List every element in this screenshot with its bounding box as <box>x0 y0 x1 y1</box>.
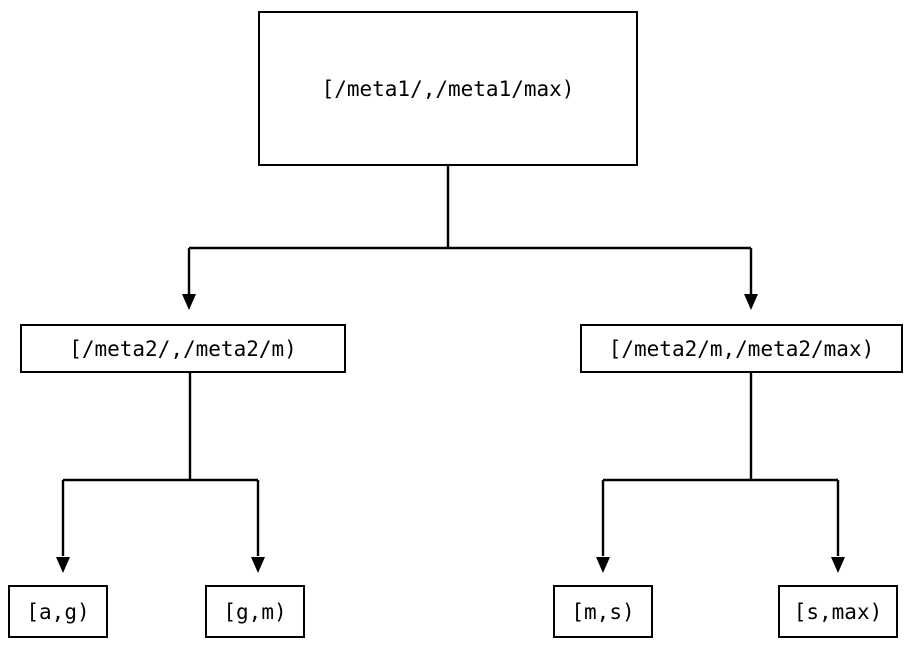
arrowhead-leaf-2 <box>251 557 265 573</box>
node-leaf-4[interactable]: [s,max) <box>778 585 898 638</box>
arrowhead-mid-right <box>744 294 758 310</box>
arrowhead-mid-left <box>182 294 196 310</box>
node-mid-right[interactable]: [/meta2/m,/meta2/max) <box>580 324 903 373</box>
node-mid-left[interactable]: [/meta2/,/meta2/m) <box>20 324 346 373</box>
node-leaf-2[interactable]: [g,m) <box>205 585 305 638</box>
arrowhead-leaf-4 <box>831 557 845 573</box>
arrowhead-leaf-3 <box>596 557 610 573</box>
node-leaf-3[interactable]: [m,s) <box>553 585 653 638</box>
node-root[interactable]: [/meta1/,/meta1/max) <box>258 11 638 166</box>
arrowhead-leaf-1 <box>56 557 70 573</box>
node-leaf-1[interactable]: [a,g) <box>8 585 108 638</box>
